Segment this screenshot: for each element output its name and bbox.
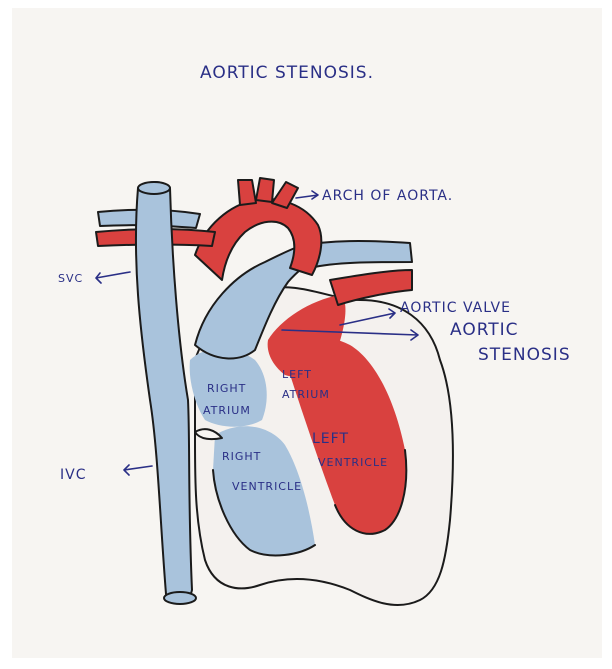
ivc-label: IVC — [60, 467, 86, 483]
aortic-stenosis-label-line2: STENOSIS — [478, 345, 571, 365]
right-ventricle-label-line2: VENTRICLE — [232, 480, 302, 493]
right-ventricle-label-line1: RIGHT — [222, 450, 261, 463]
arch-branch-middle — [256, 178, 274, 202]
arch-of-aorta-label: ARCH OF AORTA. — [322, 188, 453, 204]
svc-opening — [138, 182, 170, 194]
svc-label: SVC — [58, 272, 83, 285]
right-atrium-label-line1: RIGHT — [207, 382, 246, 395]
aortic-valve-label: AORTIC VALVE — [400, 300, 511, 316]
arch-branch-left — [238, 180, 256, 205]
aortic-stenosis-label-line1: AORTIC — [450, 320, 519, 340]
left-atrium-label-line1: LEFT — [282, 368, 312, 381]
right-atrium-label-line2: ATRIUM — [203, 404, 251, 417]
ivc-opening — [164, 592, 196, 604]
diagram-title: AORTIC STENOSIS. — [200, 63, 374, 83]
left-ventricle-label-line1: LEFT — [312, 431, 349, 447]
left-atrium-label-line2: ATRIUM — [282, 388, 330, 401]
left-ventricle-label-line2: VENTRICLE — [318, 456, 388, 469]
